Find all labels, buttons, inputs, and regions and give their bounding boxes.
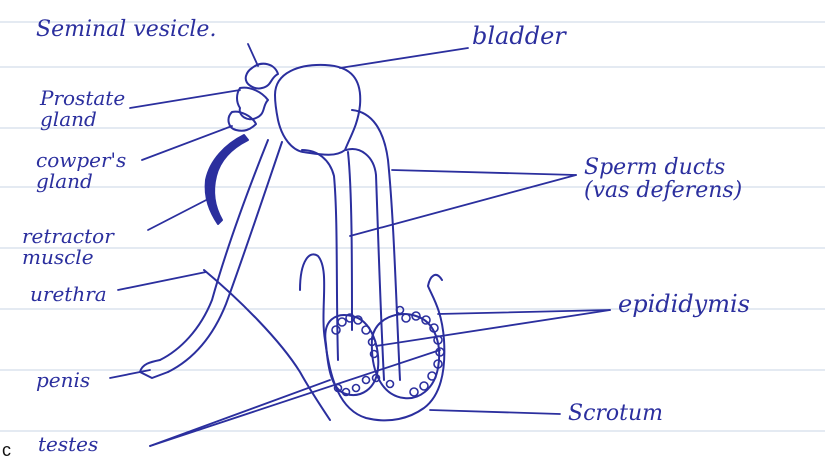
label-penis: penis [36, 370, 90, 391]
label-urethra: urethra [30, 284, 107, 305]
prostate-gland-shape [237, 88, 268, 120]
label-prostate-gland: Prostate gland [40, 88, 125, 130]
label-sperm-ducts: Sperm ducts (vas deferens) [584, 156, 742, 202]
label-cowpers-gland: cowper's gland [36, 150, 126, 192]
notebook-ruling [0, 22, 825, 431]
label-scrotum: Scrotum [568, 402, 663, 425]
sperm-duct-left-inner [348, 152, 352, 330]
epididymis-coils [332, 307, 444, 397]
label-seminal-vesicle: Seminal vesicle. [36, 18, 216, 41]
corner-letter: c [2, 440, 11, 461]
label-retractor-muscle: retractor muscle [22, 226, 114, 268]
bladder-shape [275, 65, 360, 155]
label-testes: testes [38, 434, 98, 455]
label-epididymis: epididymis [618, 292, 750, 317]
body-outline [204, 270, 330, 420]
penis-tip [140, 360, 168, 378]
label-bladder: bladder [472, 24, 566, 49]
